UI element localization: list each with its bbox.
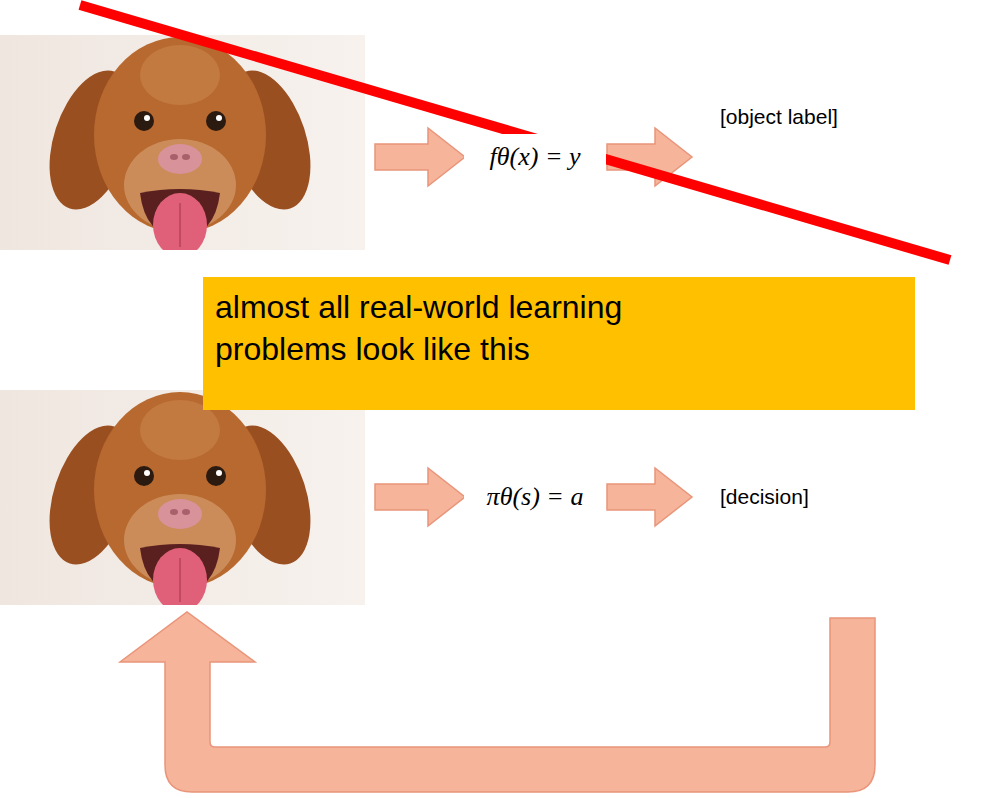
strike-line — [80, 5, 950, 260]
formula-box: πθ(s) = a — [464, 474, 606, 520]
formula-text: πθ(s) = a — [487, 482, 584, 512]
output-label: [decision] — [720, 485, 809, 509]
formula-box: fθ(x) = y — [464, 134, 606, 180]
output-label: [object label] — [720, 105, 838, 129]
callout-box: almost all real-world learning problems … — [203, 277, 915, 410]
block-arrow — [607, 468, 692, 526]
dog-photo — [0, 390, 365, 612]
block-arrow — [375, 468, 465, 526]
block-arrow — [375, 128, 465, 186]
callout-text: almost all real-world learning problems … — [215, 287, 755, 370]
formula-text: fθ(x) = y — [490, 142, 581, 172]
feedback-arrow — [120, 612, 875, 792]
